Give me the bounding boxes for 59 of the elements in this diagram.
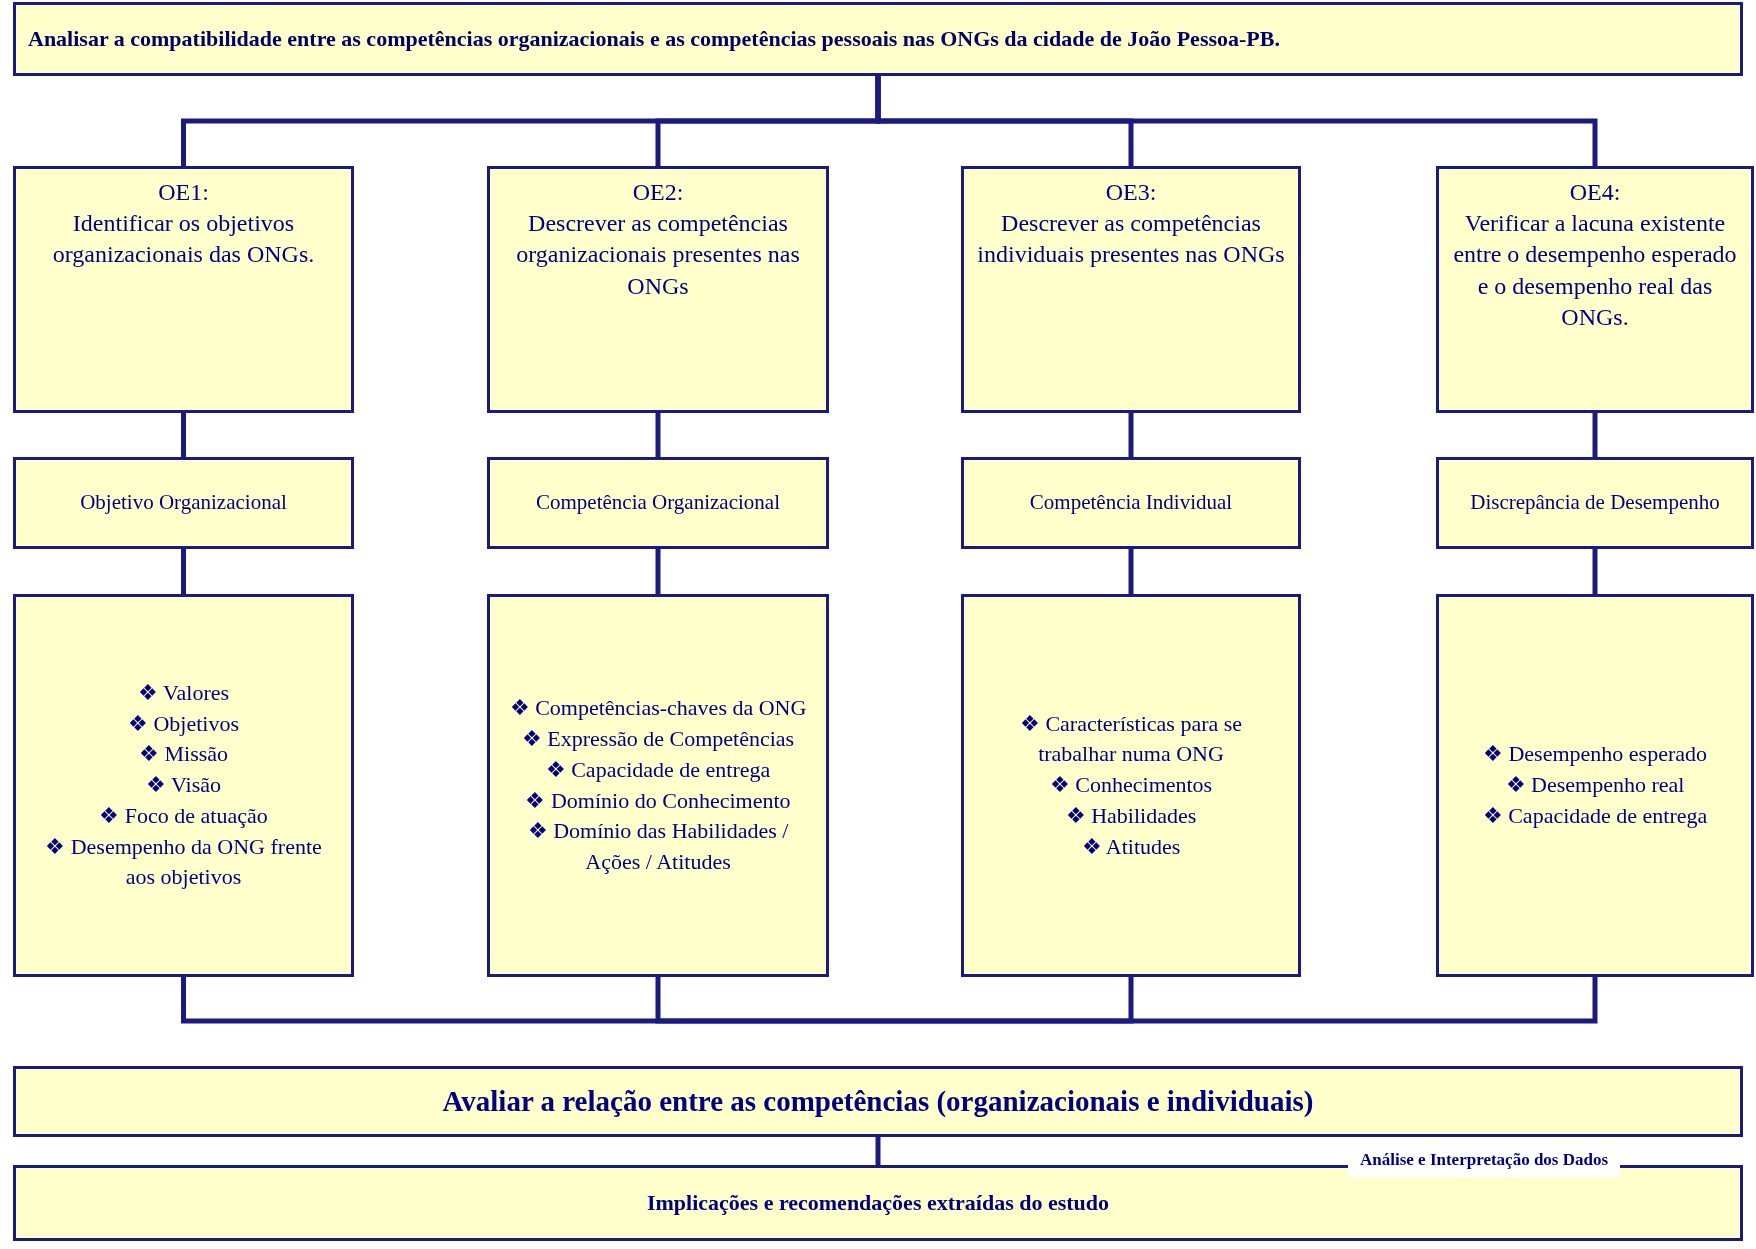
bullet-item: ❖ Visão xyxy=(145,771,222,800)
bullet-item: ❖ Expressão de Competências xyxy=(521,724,795,753)
connector-line xyxy=(895,977,1598,1024)
box-text: Verificar a lacuna existente entre o desempenho esperado e o desempenho real das ONGs. xyxy=(1452,209,1738,332)
connector-line xyxy=(1592,549,1598,594)
box-text: Analisar a compatibilidade entre as competências organizacionais e as competências pessoais nas ONGs da cidade de João Pessoa-PB. xyxy=(28,25,1280,53)
connector-line xyxy=(1128,413,1134,457)
objective-box xyxy=(1436,166,1754,413)
box-text: Descrever as competências individuais presentes nas ONGs xyxy=(976,209,1286,270)
connector-line xyxy=(655,549,661,594)
connector-line xyxy=(181,413,186,457)
box-text: Implicações e recomendações extraídas do estudo xyxy=(646,1189,1110,1217)
item-list-box xyxy=(487,594,829,977)
connector-line xyxy=(1592,413,1598,457)
objective-code: OE2: xyxy=(632,178,684,207)
bullet-item: ❖ Habilidades xyxy=(1065,801,1197,830)
bullet-item: ❖ Valores xyxy=(137,678,230,707)
item-list-box xyxy=(1436,594,1754,977)
evaluation-box xyxy=(13,1066,1743,1137)
box-text: Descrever as competências organizacionais presentes nas ONGs xyxy=(515,209,801,301)
bullet-item: ❖ Objetivos xyxy=(127,709,240,738)
bullet-item: ❖ Desempenho da ONG frente aos objetivos xyxy=(44,832,323,892)
connector-line xyxy=(181,549,186,594)
category-box xyxy=(961,457,1301,549)
goal-box xyxy=(13,2,1743,76)
bullet-item: ❖ Competências-chaves da ONG xyxy=(509,694,807,723)
connector-line xyxy=(875,76,1598,166)
box-text: Avaliar a relação entre as competências (organizacionais e individuais) xyxy=(442,1084,1314,1120)
box-text: Identificar os objetivos organizacionais das ONGs. xyxy=(51,209,316,270)
box-text: Discrepância de Desempenho xyxy=(1470,489,1720,517)
bullet-item: ❖ Capacidade de entrega xyxy=(545,755,771,784)
bullet-item: ❖ Atitudes xyxy=(1081,832,1181,861)
box-text: Objetivo Organizacional xyxy=(80,489,287,517)
bullet-item: ❖ Conhecimentos xyxy=(1049,771,1213,800)
objective-box xyxy=(961,166,1301,413)
objective-code: OE4: xyxy=(1569,178,1621,207)
item-list-box xyxy=(961,594,1301,977)
objective-box xyxy=(487,166,829,413)
bullet-item: ❖ Domínio das Habilidades / Ações / Atitudes xyxy=(526,817,790,877)
bullet-item: ❖ Desempenho esperado xyxy=(1482,740,1707,769)
bullet-item: ❖ Desempenho real xyxy=(1505,771,1685,800)
box-text: Competência Organizacional xyxy=(536,489,780,517)
category-box xyxy=(487,457,829,549)
bullet-item: ❖ Capacidade de entrega xyxy=(1482,801,1708,830)
item-list-box xyxy=(13,594,354,977)
category-box xyxy=(1436,457,1754,549)
objective-code: OE1: xyxy=(158,178,209,207)
connector-line xyxy=(655,977,895,1024)
bullet-item: ❖ Características para se trabalhar numa ONG xyxy=(1018,709,1244,769)
bullet-item: ❖ Foco de atuação xyxy=(99,801,268,830)
category-box xyxy=(13,457,354,549)
connector-line xyxy=(875,1137,881,1165)
connector-line xyxy=(655,413,661,457)
objective-code: OE3: xyxy=(1105,178,1157,207)
connector-line xyxy=(1128,549,1134,594)
box-text: Competência Individual xyxy=(1029,489,1233,517)
objective-box xyxy=(13,166,354,413)
bullet-item: ❖ Missão xyxy=(138,740,229,769)
bullet-item: ❖ Domínio do Conhecimento xyxy=(525,786,791,815)
